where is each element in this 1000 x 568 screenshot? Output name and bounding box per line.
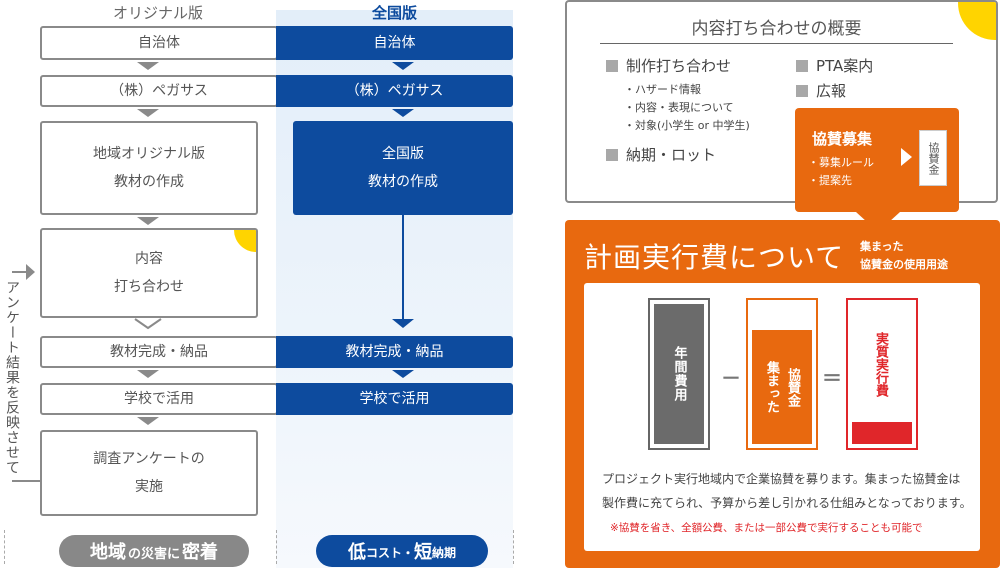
collected-label-1: 集まった	[764, 361, 779, 413]
pill-cost-big2: 短	[414, 542, 432, 563]
dashed-divider	[276, 530, 277, 564]
overview-item-meeting-label: 制作打ち合わせ	[626, 57, 732, 75]
plan-note: ※協賛を省き、全額公費、または一部公費で実行することも可能で	[610, 522, 923, 534]
original-create-line2: 教材の作成	[114, 174, 184, 190]
overview-item-delivery-label: 納期・ロット	[626, 146, 717, 164]
national-school-use: 学校で活用	[276, 383, 513, 415]
actual-cost-card: 実質実行費	[846, 298, 918, 450]
survey-line1: 調査アンケートの	[93, 451, 205, 467]
pill-local-small: の災害に	[127, 547, 180, 562]
national-flow-line	[402, 215, 404, 319]
pill-cost-big1: 低	[347, 542, 366, 563]
original-materials-done: 教材完成・納品	[40, 336, 278, 368]
original-school-use: 学校で活用	[40, 383, 278, 415]
bullet-square-icon	[796, 85, 808, 97]
original-create-box: 地域オリジナル版 教材の作成	[40, 121, 258, 215]
pill-local-big2: 密着	[182, 542, 218, 563]
arrow-down-icon	[392, 109, 414, 117]
arrow-down-icon	[392, 62, 414, 70]
sponsor-result-box: 協賛金	[919, 130, 947, 186]
arrow-down-icon	[137, 62, 159, 70]
collected-fill: 集まった 協賛金	[752, 330, 812, 444]
sponsor-title: 協賛募集	[812, 130, 873, 148]
sponsor-sub-1: ・募集ルール	[808, 156, 874, 169]
header-national: 全国版	[371, 4, 417, 22]
meeting-box: 内容 打ち合わせ	[40, 228, 258, 318]
plan-subtitle-2: 協賛金の使用用途	[860, 258, 948, 271]
overview-item-delivery: 納期・ロット	[606, 144, 716, 165]
meeting-line1: 内容	[135, 251, 163, 267]
minus-sign: －	[721, 366, 741, 390]
original-pegasus: （株）ペガサス	[40, 75, 278, 107]
overview-item-pta-label: PTA案内	[816, 57, 874, 75]
bullet-square-icon	[606, 60, 618, 72]
yellow-corner-decoration	[958, 2, 996, 40]
national-materials-done: 教材完成・納品	[276, 336, 513, 368]
pill-cost-small2: 納期	[432, 546, 457, 560]
header-original: オリジナル版	[112, 4, 203, 22]
overview-sub-2: ・内容・表現について	[624, 101, 734, 114]
sponsor-result-label: 協賛金	[927, 141, 940, 175]
feedback-label: アンケート結果を反映させて	[4, 280, 20, 475]
pill-local-disaster: 地域 の災害に 密着	[59, 535, 249, 567]
national-create-line1: 全国版	[382, 146, 424, 162]
actual-cost-fill	[852, 422, 912, 444]
original-jichitai: 自治体	[40, 26, 278, 60]
arrow-right-icon	[901, 148, 912, 166]
dashed-divider	[513, 530, 514, 564]
annual-cost-fill: 年間費用	[654, 304, 704, 444]
arrow-down-icon	[392, 319, 414, 328]
overview-sub-1: ・ハザード情報	[624, 83, 701, 96]
pill-low-cost: 低 コスト・ 短 納期	[316, 535, 488, 567]
overview-item-meeting: 制作打ち合わせ	[606, 55, 731, 76]
plan-title: 計画実行費について	[584, 241, 845, 274]
feedback-loop-top	[12, 271, 26, 273]
overview-item-pr-label: 広報	[816, 82, 847, 100]
arrow-down-icon	[137, 370, 159, 378]
bullet-square-icon	[796, 60, 808, 72]
arrow-down-icon	[137, 109, 159, 117]
collected-label-2: 協賛金	[785, 367, 800, 407]
survey-box: 調査アンケートの 実施	[40, 430, 258, 516]
plan-desc-2: 製作費に充てられ、予算から差し引かれる仕組みとなっております。	[602, 496, 972, 510]
sponsor-sub-2: ・提案先	[808, 174, 852, 187]
overview-item-pta: PTA案内	[796, 55, 873, 76]
national-jichitai: 自治体	[276, 26, 513, 60]
arrow-down-icon	[137, 417, 159, 425]
meeting-line2: 打ち合わせ	[114, 279, 184, 295]
pill-cost-small1: コスト・	[365, 546, 414, 560]
actual-cost-label: 実質実行費	[873, 332, 888, 397]
national-create-box: 全国版 教材の作成	[293, 121, 513, 215]
overview-title: 内容打ち合わせの概要	[600, 14, 953, 44]
arrow-right-icon	[26, 264, 35, 280]
annual-cost-label: 年間費用	[671, 346, 687, 402]
plan-subtitle-1: 集まった	[860, 240, 904, 253]
bullet-square-icon	[606, 149, 618, 161]
arrow-down-icon	[137, 217, 159, 225]
chevron-down-icon	[134, 318, 162, 330]
national-pegasus: （株）ペガサス	[276, 75, 513, 107]
original-create-line1: 地域オリジナル版	[93, 146, 205, 162]
overview-item-pr: 広報	[796, 80, 846, 101]
national-create-line2: 教材の作成	[368, 174, 438, 190]
arrow-down-icon	[392, 370, 414, 378]
dashed-divider	[4, 530, 5, 564]
survey-line2: 実施	[135, 479, 163, 495]
collected-card: 集まった 協賛金	[746, 298, 818, 450]
annual-cost-card: 年間費用	[648, 298, 710, 450]
equals-sign: ＝	[822, 366, 842, 390]
overview-sub-3: ・対象(小学生 or 中学生)	[624, 119, 750, 132]
pill-local-big1: 地域	[89, 542, 126, 563]
yellow-corner-decoration	[234, 230, 256, 252]
plan-desc-1: プロジェクト実行地域内で企業協賛を募ります。集まった協賛金は	[602, 472, 961, 486]
feedback-loop-bottom	[12, 480, 40, 482]
